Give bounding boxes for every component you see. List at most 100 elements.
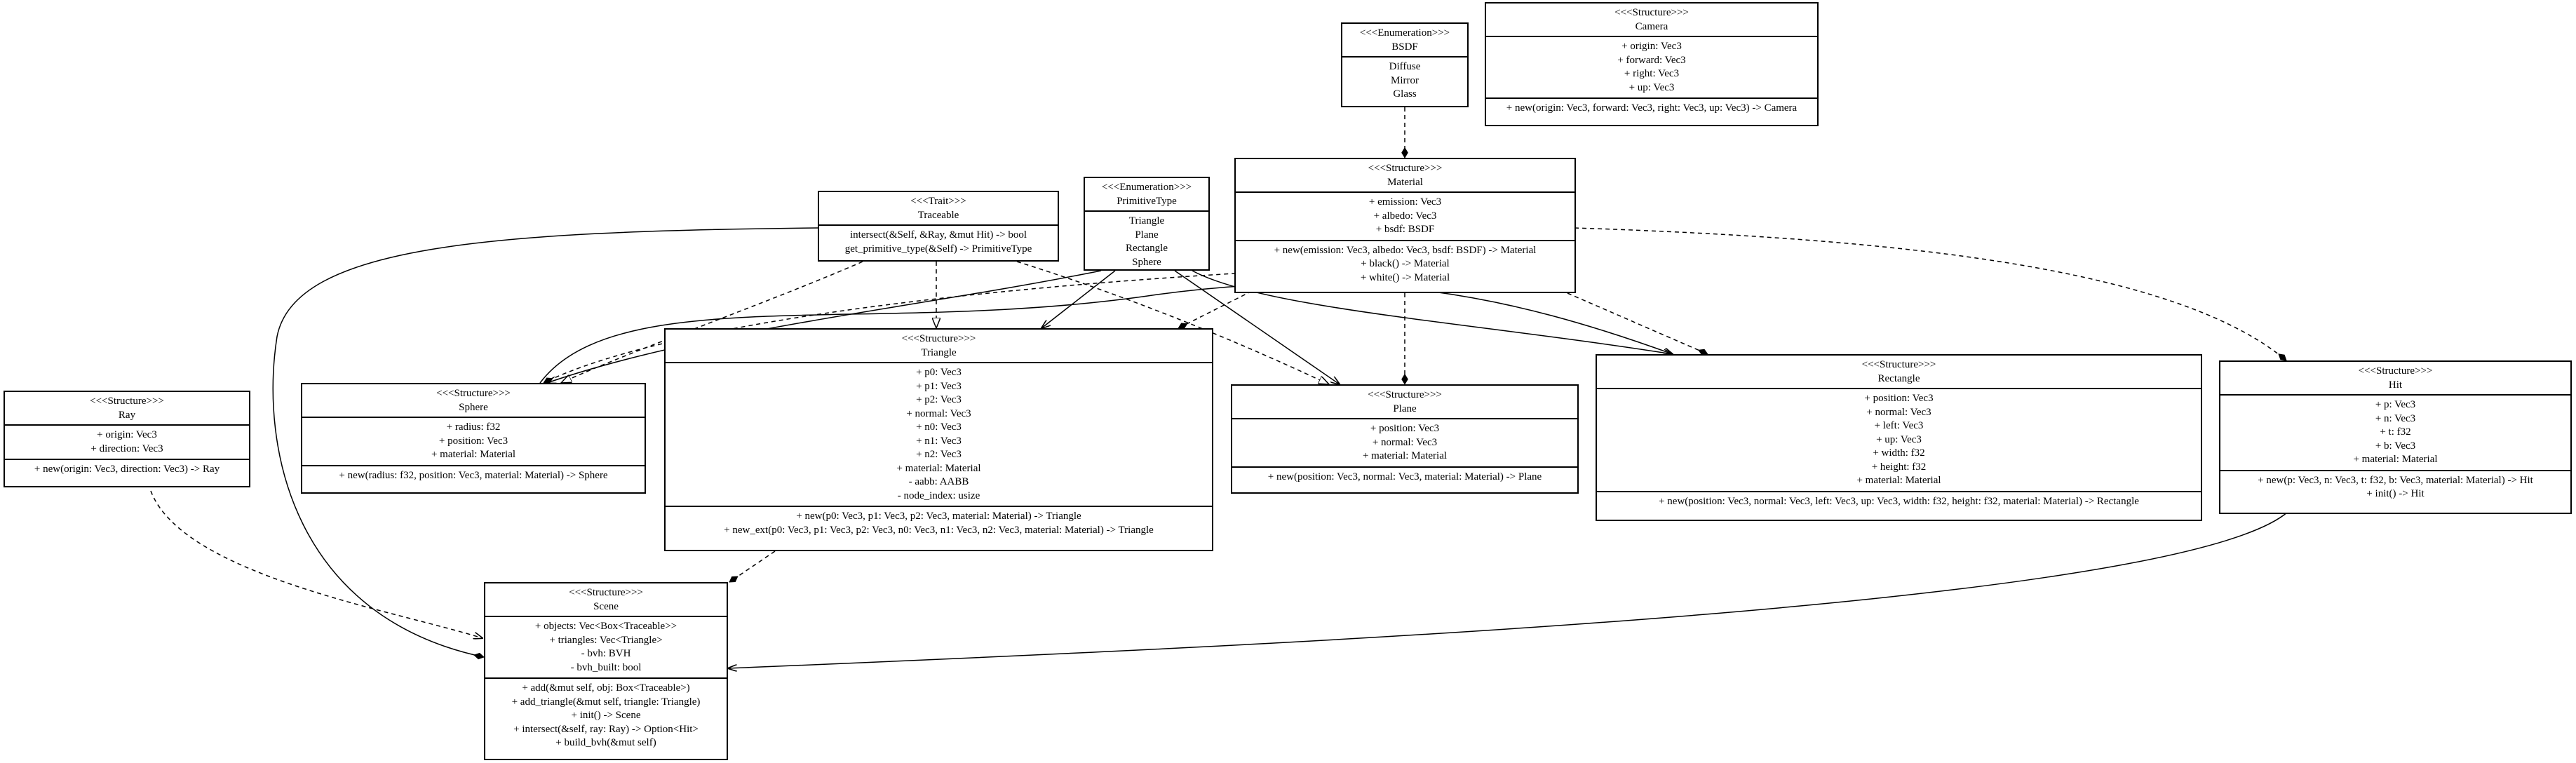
attribute: + normal: Vec3 bbox=[1866, 406, 1931, 418]
class-ray-methods: + new(origin: Vec3, direction: Vec3) -> … bbox=[5, 459, 249, 480]
class-plane-stereotype: <<<Structure>>> bbox=[1368, 389, 1442, 400]
method: + init() -> Scene bbox=[571, 710, 641, 721]
attribute: + n: Vec3 bbox=[2375, 412, 2416, 424]
edge-traceable-sphere bbox=[561, 261, 863, 383]
edge-hit-scene bbox=[728, 511, 2288, 668]
attribute: + normal: Vec3 bbox=[1372, 436, 1438, 448]
attribute: + position: Vec3 bbox=[438, 435, 508, 447]
attribute: + p: Vec3 bbox=[2375, 399, 2416, 410]
class-ray[interactable]: <<<Structure>>> Ray + origin: Vec3 + dir… bbox=[4, 391, 250, 487]
edge-primitivetype-sphere bbox=[547, 270, 1102, 383]
class-hit-name: Hit bbox=[2388, 379, 2403, 391]
method: + intersect(&self, ray: Ray) -> Option<H… bbox=[513, 723, 699, 735]
edge-ray-scene bbox=[150, 490, 483, 638]
enum-value: Sphere bbox=[1132, 256, 1161, 268]
trait-method: get_primitive_type(&Self) -> PrimitiveTy… bbox=[844, 243, 1032, 255]
class-sphere-stereotype: <<<Structure>>> bbox=[436, 388, 511, 399]
method: + new(origin: Vec3, direction: Vec3) -> … bbox=[34, 464, 220, 475]
class-camera-name: Camera bbox=[1635, 20, 1668, 32]
attribute: + up: Vec3 bbox=[1628, 81, 1675, 93]
attribute: + origin: Vec3 bbox=[97, 429, 157, 440]
class-traceable[interactable]: <<<Trait>>> Traceable intersect(&Self, &… bbox=[818, 191, 1059, 262]
class-bsdf-name: BSDF bbox=[1391, 41, 1418, 53]
edge-triangle-scene bbox=[729, 551, 776, 583]
class-primitivetype-values: Triangle Plane Rectangle Sphere bbox=[1085, 212, 1208, 272]
attribute: - bvh_built: bool bbox=[570, 661, 642, 673]
attribute: + left: Vec3 bbox=[1874, 420, 1924, 431]
class-primitivetype[interactable]: <<<Enumeration>>> PrimitiveType Triangle… bbox=[1084, 177, 1210, 271]
class-bsdf-stereotype: <<<Enumeration>>> bbox=[1359, 27, 1450, 39]
attribute: - node_index: usize bbox=[897, 489, 980, 501]
enum-value: Plane bbox=[1135, 229, 1159, 241]
attribute: + b: Vec3 bbox=[2375, 440, 2416, 452]
class-plane-name: Plane bbox=[1393, 403, 1417, 414]
attribute: + normal: Vec3 bbox=[906, 407, 971, 419]
class-scene-name: Scene bbox=[593, 600, 619, 612]
enum-value: Mirror bbox=[1391, 74, 1419, 86]
class-hit-methods: + new(p: Vec3, n: Vec3, t: f32, b: Vec3,… bbox=[2220, 469, 2570, 504]
class-triangle[interactable]: <<<Structure>>> Triangle + p0: Vec3 + p1… bbox=[664, 328, 1213, 551]
class-sphere-methods: + new(radius: f32, position: Vec3, mater… bbox=[302, 464, 645, 486]
class-camera[interactable]: <<<Structure>>> Camera + origin: Vec3 + … bbox=[1485, 2, 1819, 126]
edge-traceable-plane bbox=[1016, 261, 1329, 384]
class-plane-attributes: + position: Vec3 + normal: Vec3 + materi… bbox=[1232, 419, 1577, 466]
attribute: + material: Material bbox=[1362, 450, 1448, 461]
edge-material-rectangle bbox=[1567, 292, 1708, 356]
attribute: + objects: Vec<Box<Traceable>> bbox=[534, 621, 677, 632]
method: + new(emission: Vec3, albedo: Vec3, bsdf… bbox=[1274, 244, 1537, 256]
attribute: + material: Material bbox=[2353, 454, 2438, 465]
class-rectangle[interactable]: <<<Structure>>> Rectangle + position: Ve… bbox=[1596, 354, 2202, 521]
class-bsdf[interactable]: <<<Enumeration>>> BSDF Diffuse Mirror Gl… bbox=[1341, 22, 1469, 107]
class-sphere-attributes: + radius: f32 + position: Vec3 + materia… bbox=[302, 418, 645, 465]
method: + white() -> Material bbox=[1360, 271, 1450, 283]
enum-value: Glass bbox=[1393, 88, 1417, 100]
attribute: + n1: Vec3 bbox=[916, 435, 962, 447]
method: + new(radius: f32, position: Vec3, mater… bbox=[339, 469, 608, 481]
attribute: + up: Vec3 bbox=[1876, 433, 1922, 445]
edge-sphere-rectangle bbox=[539, 283, 1673, 384]
class-hit[interactable]: <<<Structure>>> Hit + p: Vec3 + n: Vec3 … bbox=[2219, 360, 2572, 514]
class-camera-attributes: + origin: Vec3 + forward: Vec3 + right: … bbox=[1486, 37, 1817, 97]
method: + add_triangle(&mut self, triangle: Tria… bbox=[511, 696, 701, 708]
class-material[interactable]: <<<Structure>>> Material + emission: Vec… bbox=[1234, 158, 1576, 293]
attribute: + material: Material bbox=[896, 462, 981, 474]
class-sphere[interactable]: <<<Structure>>> Sphere + radius: f32 + p… bbox=[301, 383, 646, 494]
trait-method: intersect(&Self, &Ray, &mut Hit) -> bool bbox=[849, 229, 1027, 241]
enum-value: Triangle bbox=[1128, 215, 1165, 227]
class-scene[interactable]: <<<Structure>>> Scene + objects: Vec<Box… bbox=[484, 582, 728, 760]
class-camera-stereotype: <<<Structure>>> bbox=[1614, 7, 1689, 18]
method: + black() -> Material bbox=[1361, 258, 1450, 269]
method: + new_ext(p0: Vec3, p1: Vec3, p2: Vec3, … bbox=[724, 524, 1154, 536]
class-ray-name: Ray bbox=[118, 409, 136, 421]
class-traceable-stereotype: <<<Trait>>> bbox=[910, 196, 966, 207]
class-scene-attributes: + objects: Vec<Box<Traceable>> + triangl… bbox=[485, 617, 727, 677]
edge-primitivetype-triangle bbox=[1041, 270, 1116, 328]
attribute: + position: Vec3 bbox=[1370, 423, 1440, 434]
class-material-name: Material bbox=[1387, 176, 1423, 188]
enum-value: Diffuse bbox=[1389, 61, 1421, 72]
class-ray-stereotype: <<<Structure>>> bbox=[90, 396, 164, 407]
edge-traceable-scene bbox=[272, 227, 818, 660]
edge-material-triangle bbox=[1178, 287, 1260, 330]
class-plane[interactable]: <<<Structure>>> Plane + position: Vec3 +… bbox=[1231, 384, 1579, 494]
attribute: + material: Material bbox=[431, 449, 516, 460]
class-primitivetype-name: PrimitiveType bbox=[1117, 195, 1177, 207]
method: + new(p: Vec3, n: Vec3, t: f32, b: Vec3,… bbox=[2258, 474, 2533, 486]
attribute: + width: f32 bbox=[1873, 447, 1925, 459]
class-traceable-members: intersect(&Self, &Ray, &mut Hit) -> bool… bbox=[819, 226, 1058, 259]
attribute: + triangles: Vec<Triangle> bbox=[549, 634, 663, 646]
class-traceable-name: Traceable bbox=[917, 209, 959, 221]
attribute: + height: f32 bbox=[1871, 461, 1927, 473]
edge-material-sphere bbox=[543, 271, 1260, 384]
method: + new(origin: Vec3, forward: Vec3, right… bbox=[1506, 102, 1798, 114]
class-rectangle-attributes: + position: Vec3 + normal: Vec3 + left: … bbox=[1597, 389, 2201, 491]
class-ray-attributes: + origin: Vec3 + direction: Vec3 bbox=[5, 426, 249, 459]
attribute: + position: Vec3 bbox=[1864, 393, 1934, 404]
class-rectangle-name: Rectangle bbox=[1877, 372, 1920, 384]
attribute: + n2: Vec3 bbox=[916, 449, 962, 460]
attribute: + n0: Vec3 bbox=[916, 421, 962, 433]
class-material-attributes: + emission: Vec3 + albedo: Vec3 + bsdf: … bbox=[1236, 193, 1574, 240]
attribute: + direction: Vec3 bbox=[90, 443, 163, 454]
attribute: + right: Vec3 bbox=[1624, 68, 1680, 79]
